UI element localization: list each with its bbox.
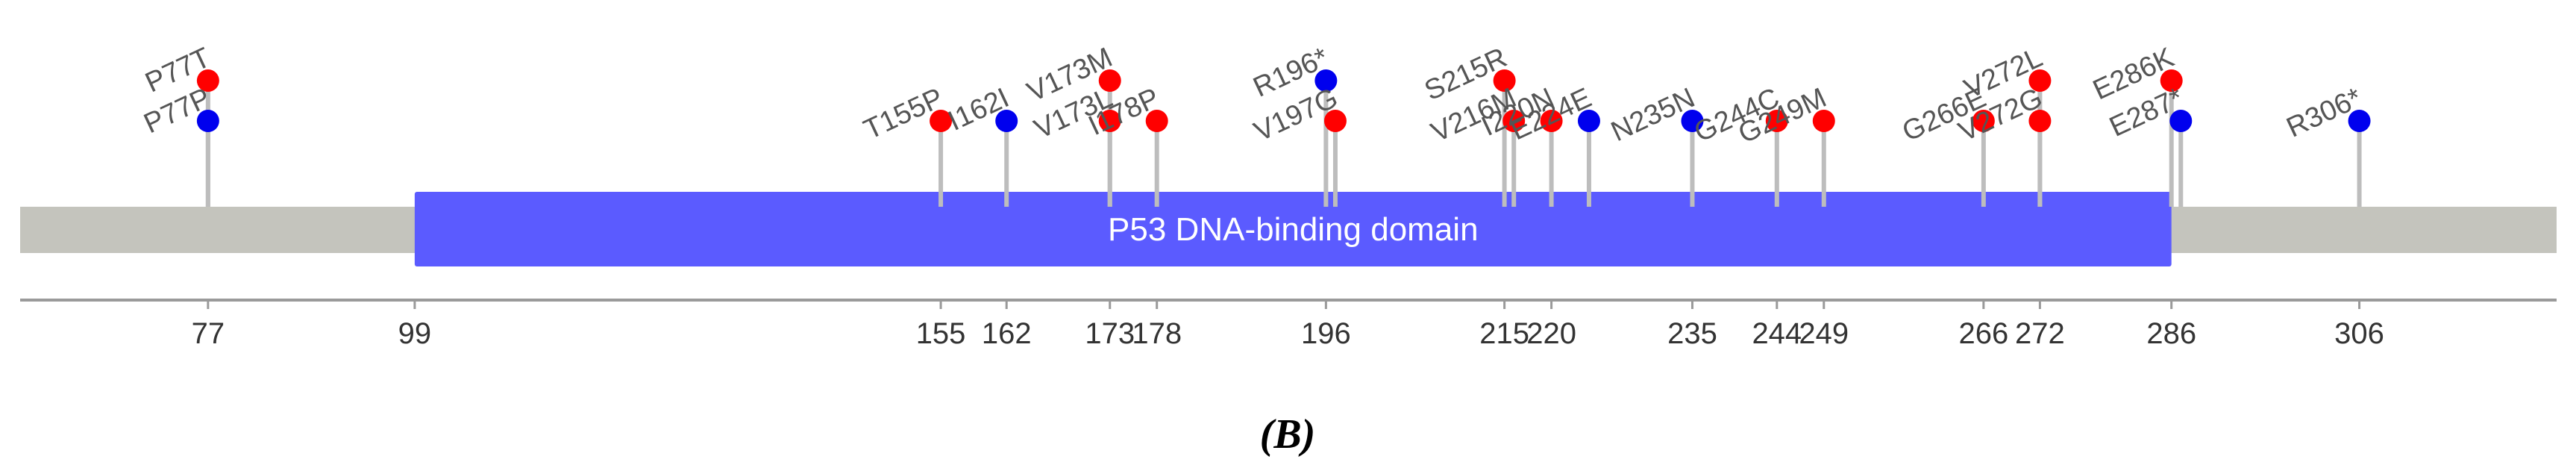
tick-label: 173 (1085, 317, 1135, 350)
mutation-marker (1972, 110, 1995, 132)
mutation-marker (1314, 69, 1338, 92)
tick-label: 286 (2146, 317, 2196, 350)
mutation-label: N235N (1606, 82, 1699, 148)
mutation-marker (2160, 69, 2183, 92)
mutation-marker (2028, 69, 2052, 92)
tick-label: 178 (1132, 317, 1182, 350)
mutation-marker (1098, 110, 1121, 132)
mutation-marker (995, 110, 1018, 132)
mutation-marker (2169, 110, 2193, 132)
mutation-markers (196, 69, 2371, 132)
mutation-marker (1681, 110, 1704, 132)
dna-binding-domain (414, 192, 2172, 266)
tick-label: 249 (1799, 317, 1849, 350)
mutation-marker (1765, 110, 1788, 132)
mutation-marker (1145, 110, 1168, 132)
mutation-marker (1577, 110, 1600, 132)
mutation-marker (1098, 69, 1121, 92)
tick-label: 266 (1958, 317, 2008, 350)
lollipop-stems (205, 81, 2362, 207)
mutation-marker (1812, 110, 1835, 132)
tick-label: 155 (916, 317, 966, 350)
tick-label: 272 (2015, 317, 2065, 350)
mutation-marker (1493, 69, 1516, 92)
tick-label: 99 (398, 317, 432, 350)
domain-label: P53 DNA-binding domain (1108, 211, 1479, 248)
tick-label: 215 (1479, 317, 1529, 350)
mutation-marker (1323, 110, 1347, 132)
mutation-marker (1502, 110, 1526, 132)
tick-label: 220 (1526, 317, 1576, 350)
panel-label: (B) (1260, 411, 1316, 458)
mutation-marker (1540, 110, 1563, 132)
mutation-marker (196, 110, 219, 132)
tick-label: 77 (192, 317, 225, 350)
mutation-label: R306* (2282, 82, 2367, 144)
tick-label: 235 (1667, 317, 1717, 350)
tick-label: 162 (982, 317, 1032, 350)
mutation-marker (930, 110, 953, 132)
mutation-marker (196, 69, 219, 92)
tick-label: 306 (2334, 317, 2384, 350)
mutation-label: T155P (859, 82, 948, 146)
mutation-marker (2348, 110, 2371, 132)
tick-label: 244 (1752, 317, 1802, 350)
tick-label: 196 (1301, 317, 1351, 350)
mutation-marker (2028, 110, 2052, 132)
